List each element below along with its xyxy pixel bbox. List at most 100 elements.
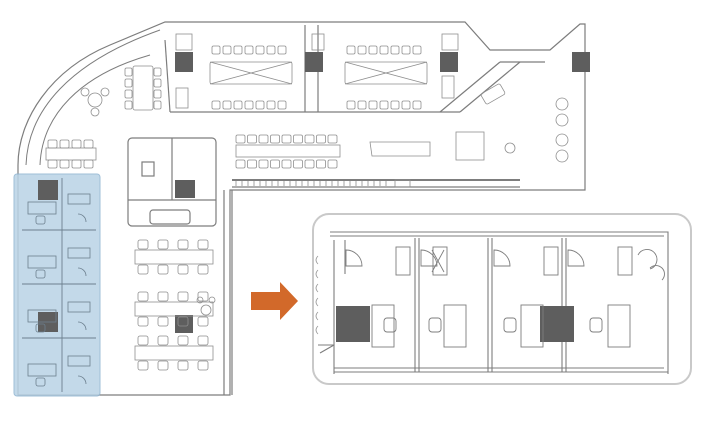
chair [244,45,254,55]
chair [197,316,209,327]
armchair [555,149,569,163]
chair [383,317,397,333]
chair [35,377,46,387]
round-table [200,304,212,316]
column [540,306,574,342]
chair [153,100,162,110]
chair [157,239,169,250]
chair [137,316,149,327]
chair [196,296,204,304]
cabinet [175,87,189,109]
conference-table [209,61,293,85]
desk [443,304,467,348]
chair [222,100,232,110]
chair [211,45,221,55]
chair [35,215,46,225]
door-swing [77,267,87,277]
chair [35,323,46,333]
chair [177,291,189,302]
chair [316,134,326,144]
chair [327,134,338,144]
chair [412,45,422,55]
chair [255,45,265,55]
chair [197,335,209,346]
chair [244,100,254,110]
chair [266,45,276,55]
chair [59,159,70,169]
column [336,306,370,342]
desk [175,33,193,51]
enlarged-detail-panel [312,213,692,385]
storage-unit [432,246,448,276]
storage-unit [395,246,411,276]
chair [197,360,209,371]
column [175,315,193,333]
chair [270,159,280,169]
chair [153,67,162,77]
chair [71,159,82,169]
furniture-layer [45,45,422,371]
chair [157,316,169,327]
door-swing [493,249,511,267]
chair [235,159,246,169]
chair [258,159,269,169]
door-swing [77,375,87,385]
chair [124,67,133,77]
chair [247,134,257,144]
armchair [555,97,569,111]
chair [177,239,189,250]
chair [137,239,149,250]
corridor-angled-wall [439,61,501,113]
desk [134,249,214,265]
column [38,180,58,200]
desk [27,363,57,377]
chair [281,134,292,144]
chair [208,296,216,304]
armchair [649,265,665,281]
chair [255,100,265,110]
detail-panel-frame [312,213,692,385]
chair [157,335,169,346]
chair [428,317,442,333]
door-swing [420,249,438,267]
chair [157,291,169,302]
chair [270,134,280,144]
detail-wall [330,231,669,374]
chair [401,100,411,110]
storage-unit [617,246,633,276]
chair [124,100,133,110]
chair [177,264,189,275]
armchair [555,133,569,147]
chair [177,360,189,371]
chair [137,264,149,275]
cabinet [67,301,91,313]
armchair [555,113,569,127]
chair [233,100,243,110]
storage-unit [543,246,559,276]
column [305,52,323,72]
chair [401,45,411,55]
chair [316,159,326,169]
door-swing [77,213,87,223]
chair [83,139,94,149]
desk [311,33,325,51]
desk [134,301,214,317]
chair [235,134,246,144]
chair [379,45,389,55]
chair [247,159,257,169]
cabinet [67,247,91,259]
chair [357,100,367,110]
chair [137,360,149,371]
chair [368,100,378,110]
chair [83,159,94,169]
bench [141,161,155,177]
main-floor-plan [17,21,590,396]
sofa [149,209,191,225]
chair [47,159,58,169]
chair [197,264,209,275]
chair [412,100,422,110]
column [440,52,458,72]
chair [71,139,82,149]
chair [124,89,133,99]
